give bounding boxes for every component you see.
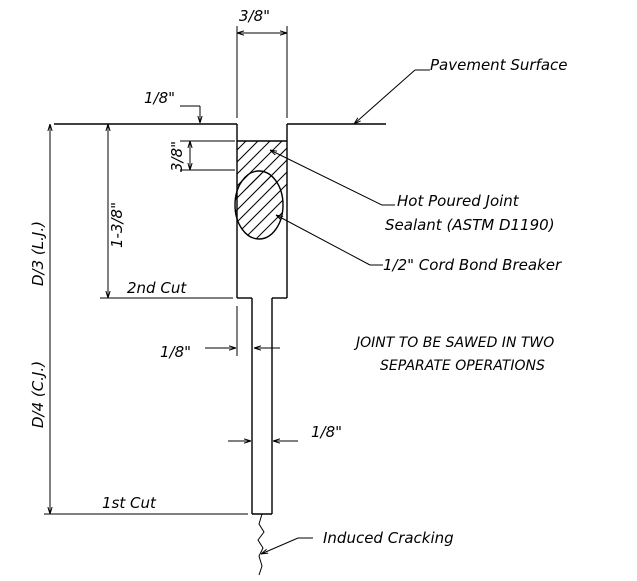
top-recess-dimension: 1/8" — [144, 89, 200, 123]
sealant-depth-dimension: 3/8" — [168, 140, 235, 172]
induced-cracking: Induced Cracking — [257, 513, 454, 576]
note-line2: SEPARATE OPERATIONS — [380, 358, 545, 374]
narrow-width-label-lower: 1/8" — [311, 423, 342, 441]
first-cut-label: 1st Cut — [102, 494, 157, 512]
narrow-width-dimension-upper: 1/8" — [160, 306, 280, 361]
bond-breaker-label: 1/2" Cord Bond Breaker — [383, 256, 562, 274]
narrow-saw-cut — [251, 298, 273, 515]
reservoir-depth-label: 1-3/8" — [108, 202, 126, 248]
lj-depth-label: D/3 (L.J.) — [29, 221, 47, 286]
pavement-surface-label: Pavement Surface — [430, 56, 567, 74]
overall-depth-dimension: D/3 (L.J.) D/4 (C.J.) — [29, 124, 248, 515]
sealant-depth-label: 3/8" — [168, 141, 186, 172]
sealant-label-line1: Hot Poured Joint — [397, 192, 520, 210]
narrow-width-label-upper: 1/8" — [160, 343, 191, 361]
reservoir-depth-dimension: 1-3/8" — [100, 124, 233, 299]
bond-breaker-callout: 1/2" Cord Bond Breaker — [276, 215, 562, 274]
pavement-surface-callout: Pavement Surface — [354, 56, 567, 124]
joint-reservoir-outline — [236, 124, 288, 299]
cord-bond-breaker — [234, 170, 284, 240]
narrow-width-dimension-lower: 1/8" — [228, 423, 342, 441]
sealant-callout: Hot Poured Joint Sealant (ASTM D1190) — [270, 150, 555, 234]
second-cut-label: 2nd Cut — [127, 279, 187, 297]
top-width-label: 3/8" — [239, 7, 270, 25]
sealant-label-line2: Sealant (ASTM D1190) — [385, 216, 555, 234]
top-recess-label: 1/8" — [144, 89, 175, 107]
cj-depth-label: D/4 (C.J.) — [29, 361, 47, 428]
note-line1: JOINT TO BE SAWED IN TWO — [353, 335, 554, 351]
top-width-dimension: 3/8" — [236, 7, 288, 118]
induced-cracking-label: Induced Cracking — [323, 529, 454, 547]
